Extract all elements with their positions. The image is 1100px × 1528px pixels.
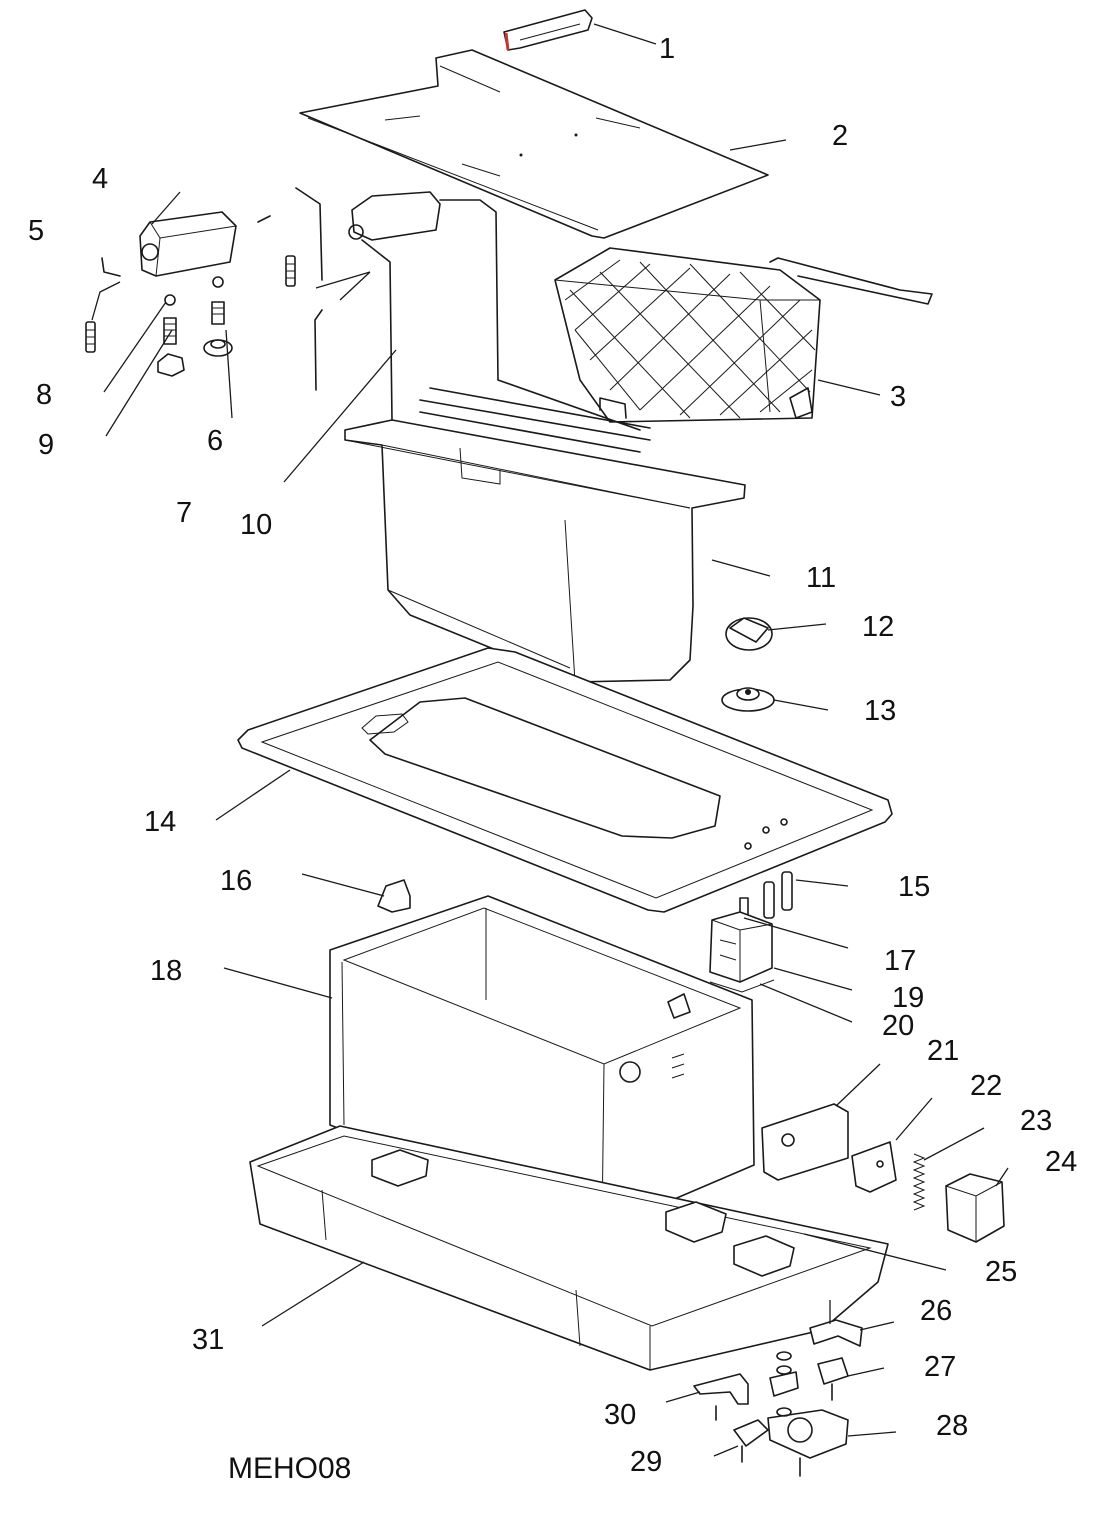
part-cable-cover <box>761 1103 849 1181</box>
part-cable-clamp <box>851 1141 897 1193</box>
callout-17: 17 <box>884 945 916 977</box>
part-nuts-washers <box>769 1351 799 1417</box>
callout-14: 14 <box>144 806 176 838</box>
callout-29: 29 <box>630 1446 662 1478</box>
part-control-knob <box>725 617 773 651</box>
callout-2: 2 <box>832 120 848 152</box>
callout-28: 28 <box>936 1410 968 1442</box>
part-top-plate <box>237 647 893 913</box>
part-base-tray <box>249 1125 889 1371</box>
callout-15: 15 <box>898 871 930 903</box>
callout-10: 10 <box>240 509 272 541</box>
part-spring <box>912 1153 926 1211</box>
leader-lines <box>91 23 1009 1457</box>
callout-11: 11 <box>806 562 836 594</box>
part-lid <box>299 49 769 239</box>
callout-20: 20 <box>882 1010 914 1042</box>
callout-27: 27 <box>924 1351 956 1383</box>
callout-8: 8 <box>36 379 52 411</box>
callout-21: 21 <box>927 1035 959 1067</box>
callout-labels: 1 2 3 4 5 6 7 8 9 10 11 12 13 14 15 16 1… <box>28 33 1077 1478</box>
part-control-housing <box>101 211 271 277</box>
part-thermostat <box>709 871 793 993</box>
callout-25: 25 <box>985 1256 1017 1288</box>
part-frying-basket <box>554 247 933 423</box>
callout-26: 26 <box>920 1295 952 1327</box>
part-small-fittings <box>85 187 323 391</box>
callout-16: 16 <box>220 865 252 897</box>
callout-7: 7 <box>176 497 192 529</box>
callout-12: 12 <box>862 611 894 643</box>
part-microswitch <box>715 1405 769 1463</box>
callout-6: 6 <box>207 425 223 457</box>
part-switch <box>817 1357 849 1401</box>
part-small-bracket <box>377 879 411 913</box>
part-reset-cap <box>945 1173 1005 1243</box>
callout-13: 13 <box>864 695 896 727</box>
callout-3: 3 <box>890 381 906 413</box>
callout-30: 30 <box>604 1399 636 1431</box>
part-angle-plate <box>693 1373 749 1405</box>
callout-24: 24 <box>1045 1146 1077 1178</box>
callout-31: 31 <box>192 1324 224 1356</box>
part-knob-bezel <box>721 687 775 712</box>
callout-5: 5 <box>28 215 44 247</box>
callout-9: 9 <box>38 429 54 461</box>
callout-22: 22 <box>970 1070 1002 1102</box>
callout-4: 4 <box>92 163 108 195</box>
callout-19: 19 <box>892 982 924 1014</box>
part-foot-bracket <box>767 1409 849 1477</box>
part-lid-handle <box>503 9 593 51</box>
part-oil-tank <box>344 419 746 683</box>
callout-1: 1 <box>659 33 675 65</box>
part-switch-bracket <box>809 1319 863 1347</box>
callout-23: 23 <box>1020 1105 1052 1137</box>
model-code: MEHO08 <box>228 1452 351 1485</box>
callout-18: 18 <box>150 955 182 987</box>
